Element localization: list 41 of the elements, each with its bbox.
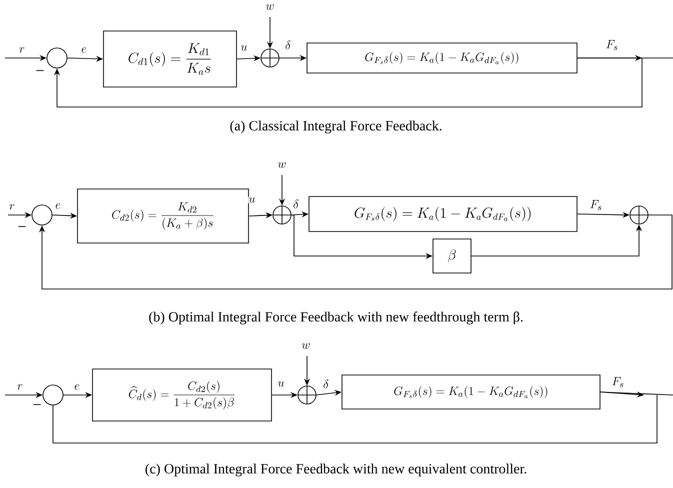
- arrow: [52, 392, 673, 444]
- signal-label: $F_s$: [589, 200, 603, 210]
- minus-sign: −: [33, 404, 41, 405]
- block-box: $C_{d2}(s)=\frac{K_{d2}}{(K_a + \beta)s}$: [77, 188, 249, 244]
- summing-junction: [260, 48, 280, 68]
- summing-junction: [298, 386, 316, 404]
- caption: (b) Optimal Integral Force Feedback with new feedthrough term β.: [149, 312, 523, 324]
- signal-label: $u$: [240, 44, 248, 52]
- caption: (c) Optimal Integral Force Feedback with new equivalent controller.: [146, 464, 526, 476]
- arrow: [38, 214, 672, 290]
- signal-label: $F_s$: [611, 376, 625, 388]
- summing-junction: [32, 204, 52, 226]
- signal-label: $r$: [16, 384, 24, 390]
- block-box: $\widehat{C}_d(s) = \frac{C_{d2}(s)}{1 + C_{d2}(s)\beta}$: [92, 368, 272, 422]
- summing-junction: [630, 206, 648, 224]
- block-box: $G_{F_s\delta}(s) = K_a(1 - K_a G_{dF_a}(s))$: [342, 374, 600, 410]
- caption: (a) Classical Integral Force Feedback.: [230, 120, 442, 134]
- signal-label: $w$: [265, 4, 275, 10]
- signal-label: $\delta$: [284, 40, 292, 50]
- block-box: $C_{d1}(s) = \frac{K_{d1}}{K_a s}$: [103, 30, 237, 88]
- summing-junction: [42, 384, 64, 406]
- signal-label: $r$: [18, 46, 26, 54]
- minus-sign: −: [36, 70, 44, 71]
- signal-label: $e$: [74, 384, 80, 390]
- signal-label: $F_s$: [605, 40, 619, 50]
- signal-label: $w$: [277, 162, 287, 168]
- arrow: [54, 58, 673, 108]
- signal-label: $r$: [8, 204, 16, 210]
- block-box: $\beta$: [432, 238, 472, 274]
- signal-label: $\delta$: [292, 199, 300, 209]
- block-box: $G_{F_s\delta}(s) = K_a(1 - K_a G_{dF_a}(s))$: [308, 196, 578, 232]
- signal-label: $u$: [277, 380, 285, 388]
- signal-label: $w$: [301, 342, 311, 350]
- signal-label: $u$: [248, 196, 256, 204]
- block-box: $G_{F_s\delta}(s) = K_a(1 - K_a G_{dF_a}(s))$: [306, 42, 578, 74]
- summing-junction: [46, 48, 68, 68]
- minus-sign: −: [18, 226, 26, 227]
- signal-label: $e$: [54, 202, 62, 210]
- summing-junction: [272, 206, 292, 224]
- signal-label: $\delta$: [322, 379, 330, 389]
- signal-label: $e$: [80, 46, 88, 54]
